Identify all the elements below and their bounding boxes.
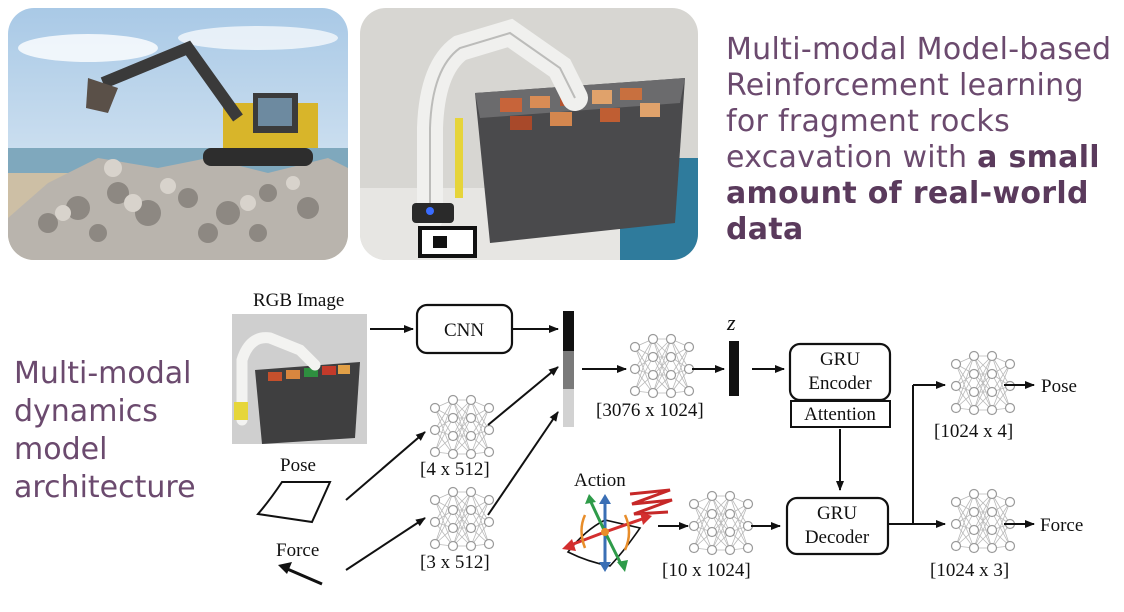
- cnn-block: [415, 303, 514, 355]
- title-bold: a small amount of real-world data: [726, 140, 1100, 247]
- force-input-label: Force: [276, 540, 319, 561]
- attention-label: Attention: [804, 404, 876, 425]
- rgb-image-label: RGB Image: [253, 290, 344, 311]
- pose-mlp-dim: [4 x 512]: [420, 459, 490, 480]
- force-arrow-icon: [278, 562, 323, 586]
- title-normal: Multi-modal Model-based Reinforcement le…: [726, 32, 1112, 175]
- gru-decoder-line1: GRU: [817, 503, 857, 524]
- force-output-mlp-icon: [950, 488, 1016, 554]
- force-mlp-icon: [429, 486, 495, 552]
- pose-surface-icon: [256, 481, 332, 524]
- action-icon: [562, 488, 673, 572]
- fusion-mlp-icon: [629, 333, 695, 399]
- pose-output-mlp-dim: [1024 x 4]: [934, 421, 1013, 442]
- robot-arm-photo: [360, 8, 698, 260]
- gru-encoder-line1: GRU: [820, 349, 860, 370]
- action-input-label: Action: [574, 470, 626, 491]
- action-mlp-icon: [688, 490, 754, 556]
- pose-mlp-icon: [429, 394, 495, 460]
- excavator-photo: [8, 8, 348, 260]
- latent-z-label: z: [726, 310, 736, 335]
- fusion-mlp-dim: [3076 x 1024]: [596, 400, 704, 421]
- attention-block: [790, 400, 891, 428]
- title: Multi-modal Model-based Reinforcement le…: [726, 32, 1116, 248]
- action-mlp-dim: [10 x 1024]: [662, 560, 751, 581]
- gru-decoder-line2: Decoder: [805, 527, 870, 548]
- latent-z-vector: [729, 341, 739, 396]
- gru-encoder-line2: Encoder: [808, 373, 872, 394]
- rgb-image-thumbnail: [232, 314, 367, 444]
- cnn-label: CNN: [444, 320, 484, 341]
- concat-feature-vector: [563, 311, 574, 427]
- force-output-mlp-dim: [1024 x 3]: [930, 560, 1009, 581]
- gru-decoder-block: [785, 496, 890, 556]
- pose-output-mlp-icon: [950, 350, 1016, 416]
- force-output-label: Force: [1040, 515, 1083, 536]
- pose-input-label: Pose: [280, 455, 316, 476]
- pose-output-label: Pose: [1041, 376, 1077, 397]
- force-mlp-dim: [3 x 512]: [420, 552, 490, 573]
- side-title: Multi-modal dynamics model architecture: [14, 356, 196, 505]
